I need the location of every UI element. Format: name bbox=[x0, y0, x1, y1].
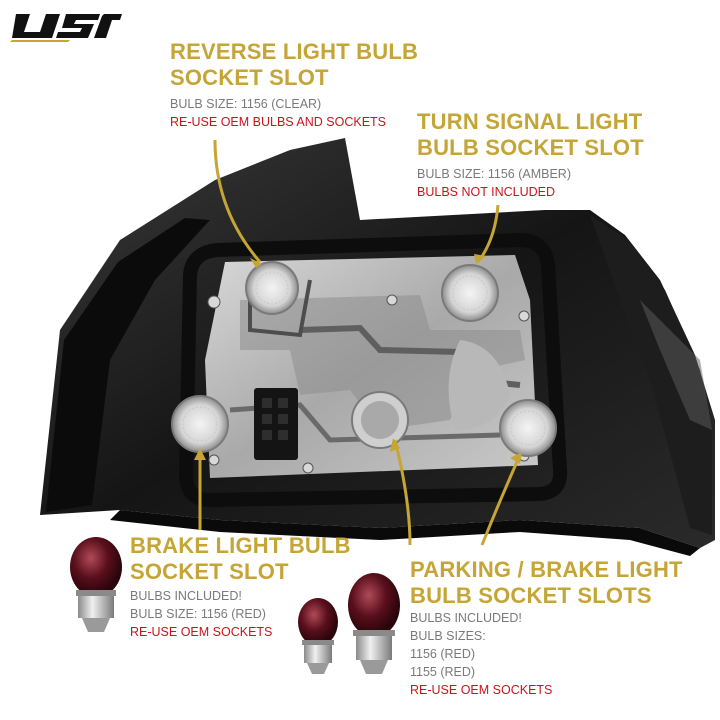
reverse-note: RE-USE OEM BULBS AND SOCKETS bbox=[170, 115, 387, 129]
bulb-1156-small bbox=[298, 598, 338, 674]
usr-logo bbox=[10, 14, 122, 42]
parking-line3: 1156 (RED) bbox=[410, 647, 476, 661]
parking-line1: BULBS INCLUDED! bbox=[410, 611, 522, 625]
brake-title-line1: BRAKE LIGHT BULB bbox=[130, 533, 351, 558]
reverse-title-line1: REVERSE LIGHT BULB bbox=[170, 39, 419, 64]
brake-socket bbox=[171, 395, 229, 453]
reverse-spec: BULB SIZE: 1156 (CLEAR) bbox=[170, 97, 322, 111]
parking-title-line1: PARKING / BRAKE LIGHT bbox=[410, 557, 683, 582]
lamp-gasket bbox=[178, 232, 568, 508]
parking-socket-right bbox=[499, 399, 557, 457]
parking-note: RE-USE OEM SOCKETS bbox=[410, 683, 553, 697]
brake-note: RE-USE OEM SOCKETS bbox=[130, 625, 273, 639]
brake-spec: BULB SIZE: 1156 (RED) bbox=[130, 607, 266, 621]
parking-socket-middle bbox=[351, 391, 409, 449]
reverse-title-line2: SOCKET SLOT bbox=[170, 65, 329, 90]
parking-line2: BULB SIZES: bbox=[410, 629, 486, 643]
turn-note: BULBS NOT INCLUDED bbox=[417, 185, 555, 199]
bulb-1155 bbox=[348, 573, 400, 674]
turn-spec: BULB SIZE: 1156 (AMBER) bbox=[417, 167, 571, 181]
turn-title-line1: TURN SIGNAL LIGHT bbox=[417, 109, 643, 134]
parking-title-line2: BULB SOCKET SLOTS bbox=[410, 583, 652, 608]
turn-title-line2: BULB SOCKET SLOT bbox=[417, 135, 644, 160]
turn-signal-socket bbox=[441, 264, 499, 322]
reverse-socket bbox=[245, 261, 299, 315]
bulb-1156-left bbox=[70, 537, 122, 632]
parking-line4: 1155 (RED) bbox=[410, 665, 476, 679]
wiring-connector bbox=[254, 388, 298, 460]
brake-title-line2: SOCKET SLOT bbox=[130, 559, 289, 584]
brake-line1: BULBS INCLUDED! bbox=[130, 589, 242, 603]
